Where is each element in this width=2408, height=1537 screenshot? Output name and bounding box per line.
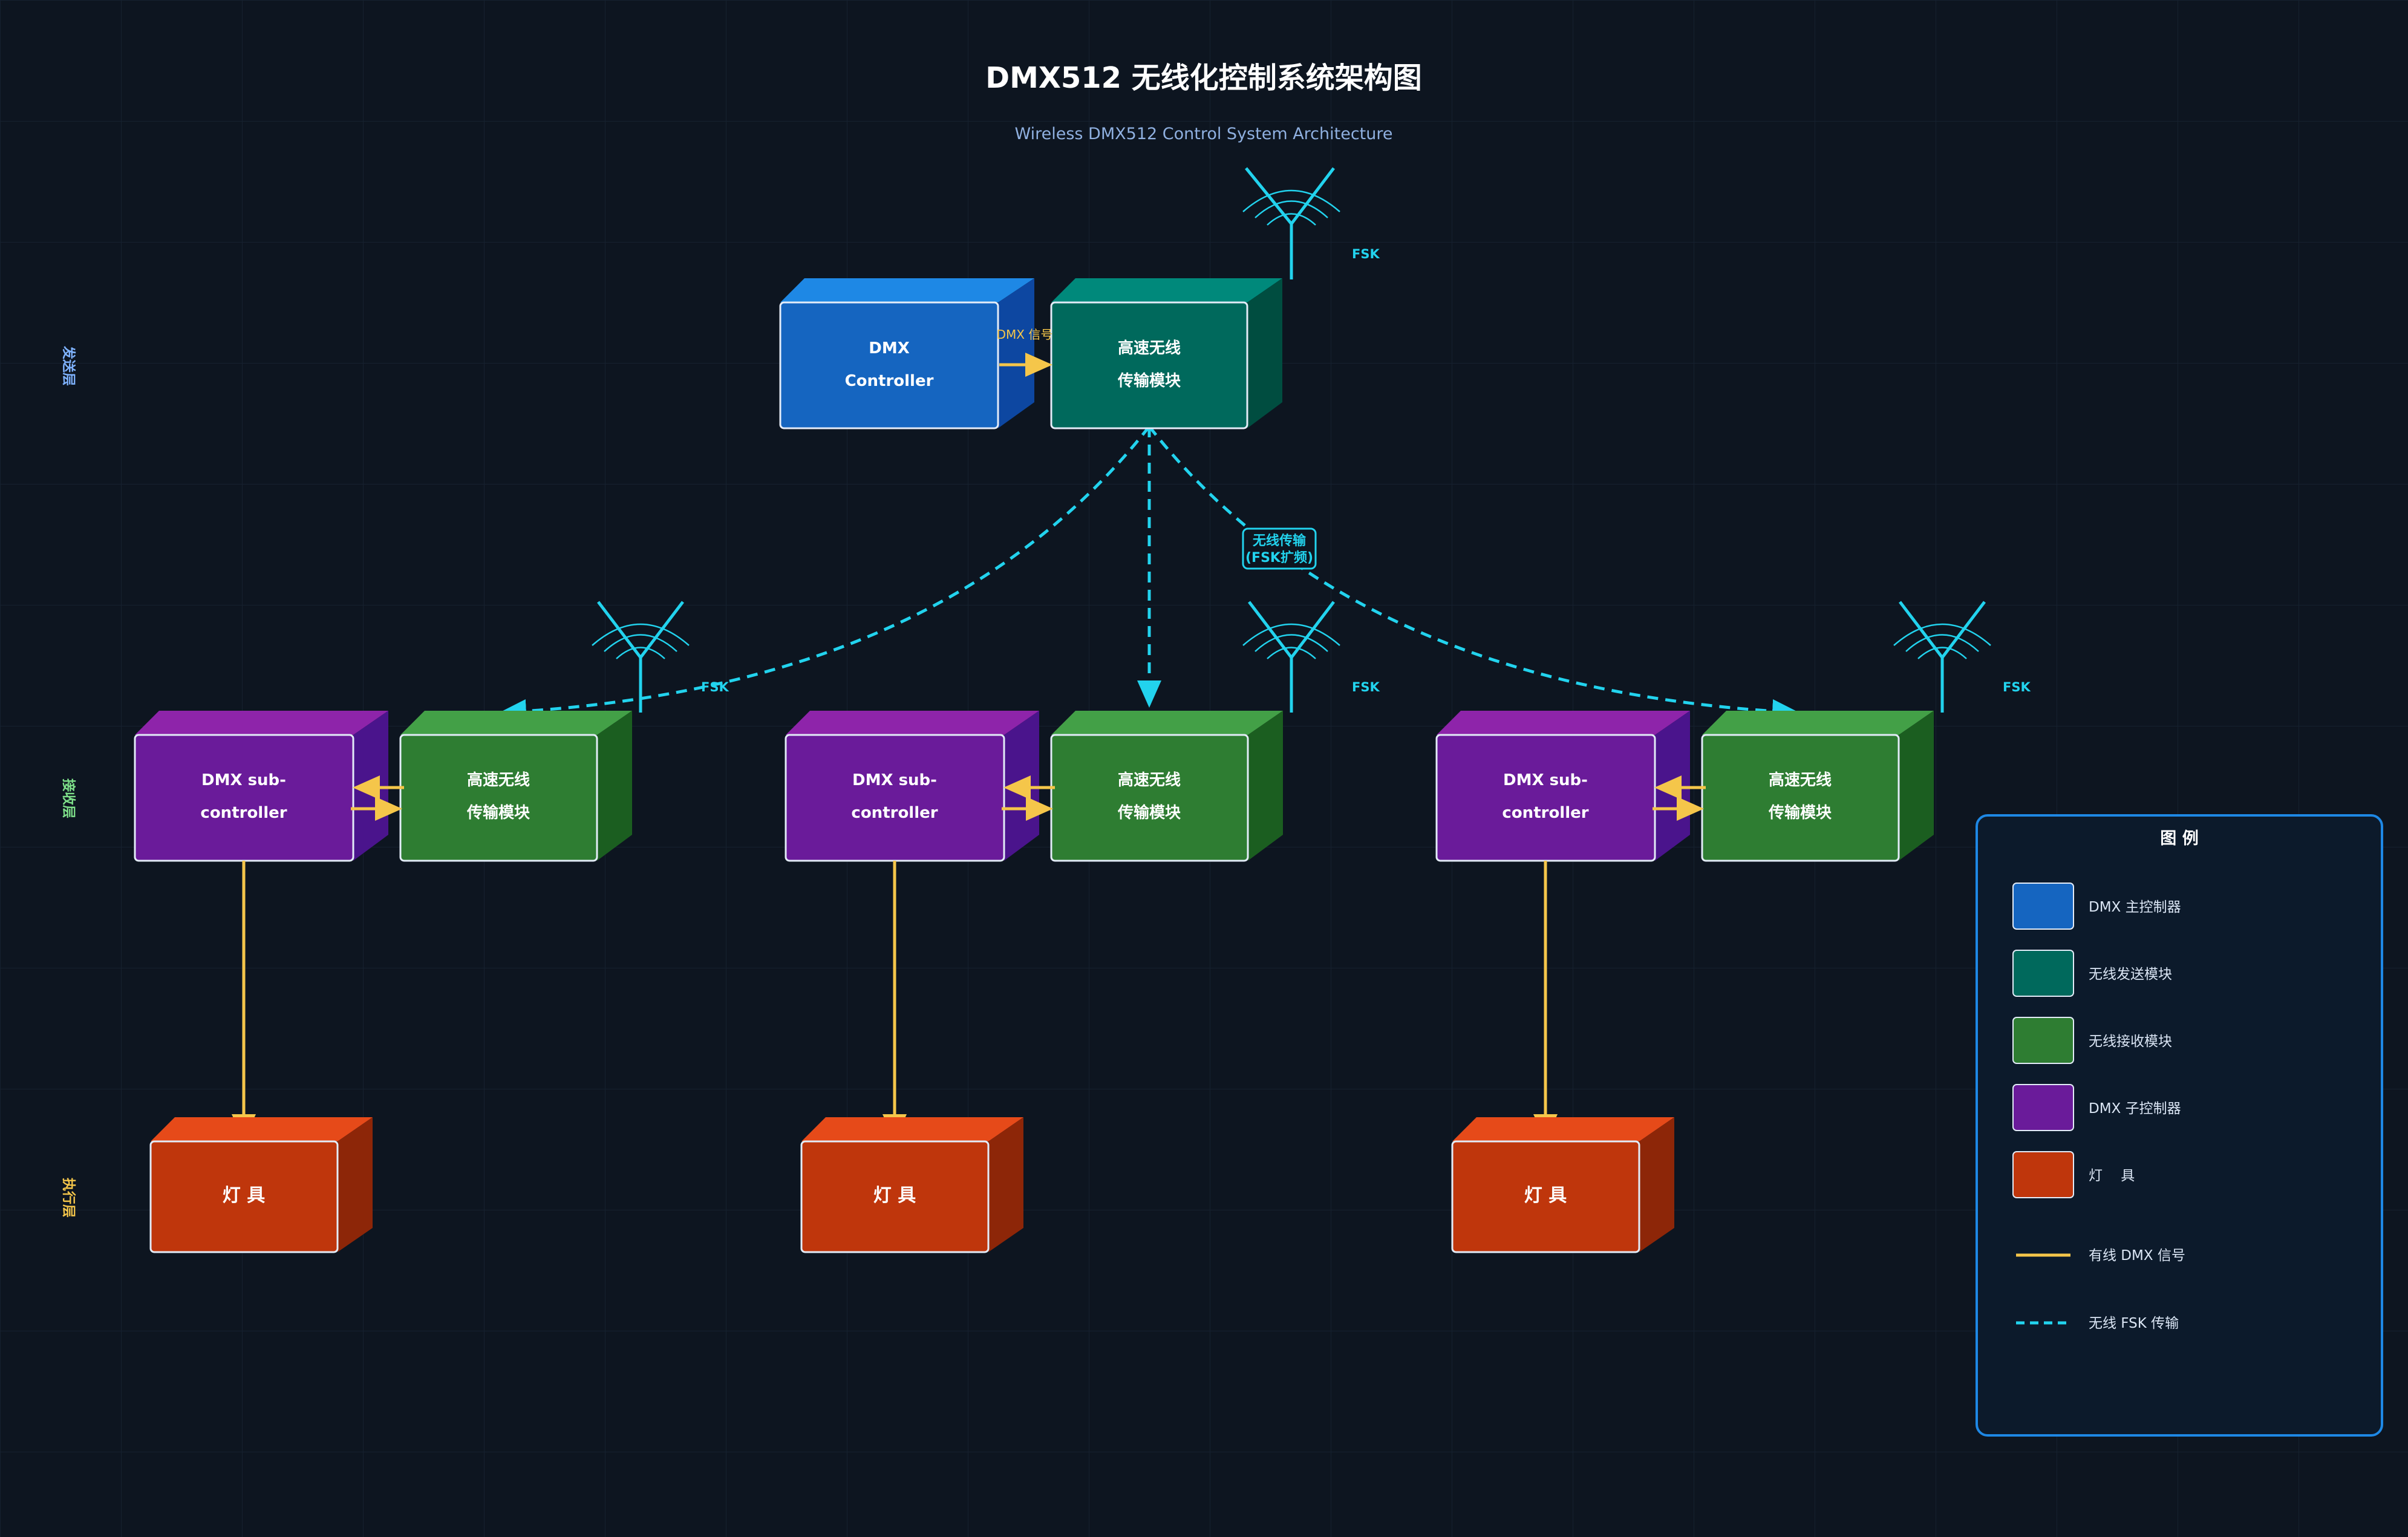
receiver-antenna-icon — [1242, 601, 1340, 713]
receiver-module-label-line1: 高速无线 — [467, 771, 530, 789]
dmx-signal-label: DMX 信号 — [997, 327, 1053, 342]
legend-item-label: 无线发送模块 — [2089, 967, 2172, 982]
wireless-link-left — [499, 425, 1150, 723]
legend-swatch — [2012, 1151, 2074, 1198]
dmx-sub-controller-box: DMX sub-controller — [134, 711, 388, 862]
sub-controller-label-line1: DMX sub- — [201, 771, 286, 789]
sub-controller-label-line2: controller — [200, 804, 287, 822]
transmitter-fsk-label: FSK — [1352, 247, 1380, 261]
legend-panel — [1976, 814, 2383, 1437]
layer-label-receive: 接收层 — [60, 778, 76, 818]
legend-line-label: 有线 DMX 信号 — [2089, 1248, 2185, 1264]
lamp-box: 灯 具 — [149, 1117, 373, 1253]
receiver-fsk-label: FSK — [2003, 680, 2031, 694]
svg-text:(FSK扩频): (FSK扩频) — [1245, 550, 1313, 566]
receiver-module-label-line2: 传输模块 — [1117, 803, 1181, 822]
lamp-label: 灯 具 — [873, 1185, 916, 1206]
legend-item-label: 无线接收模块 — [2089, 1034, 2172, 1049]
svg-text:DMX: DMX — [869, 339, 910, 357]
svg-text:传输模块: 传输模块 — [1117, 371, 1181, 390]
lamp-box: 灯 具 — [1451, 1117, 1674, 1253]
legend-line-label: 无线 FSK 传输 — [2089, 1316, 2179, 1331]
wireless-link-right — [1148, 425, 1799, 723]
svg-text:Controller: Controller — [845, 372, 934, 390]
legend-swatch — [2012, 1084, 2074, 1131]
transmitter-wireless-module: 高速无线 传输模块 — [1050, 278, 1282, 429]
receiver-fsk-label: FSK — [701, 680, 729, 694]
legend-swatch — [2012, 950, 2074, 997]
sub-controller-label-line1: DMX sub- — [1503, 771, 1588, 789]
receiver-module-label-line2: 传输模块 — [466, 803, 530, 822]
dmx-controller-box: DMX Controller — [779, 278, 1034, 429]
receiver-module-label-line1: 高速无线 — [1118, 771, 1181, 789]
legend-item-label: 灯 具 — [2089, 1168, 2135, 1184]
wireless-link-label: 无线传输 (FSK扩频) — [1242, 527, 1317, 570]
transmitter-antenna-icon — [1242, 167, 1340, 279]
receiver-antenna-icon — [592, 601, 690, 713]
receiver-fsk-label: FSK — [1352, 680, 1380, 694]
svg-text:高速无线: 高速无线 — [1118, 339, 1181, 357]
sub-controller-label-line2: controller — [1502, 804, 1588, 822]
layer-label-send: 发送层 — [60, 345, 76, 386]
sub-controller-label-line2: controller — [851, 804, 938, 822]
lamp-label: 灯 具 — [223, 1185, 265, 1206]
dmx-sub-controller-box: DMX sub-controller — [1435, 711, 1690, 862]
lamp-label: 灯 具 — [1524, 1185, 1567, 1206]
receiver-module-label-line2: 传输模块 — [1768, 803, 1832, 822]
receiver-module-label-line1: 高速无线 — [1769, 771, 1832, 789]
wireless-links — [499, 425, 1799, 723]
diagram-subtitle: Wireless DMX512 Control System Architect… — [1015, 125, 1393, 143]
receiver-antenna-icon — [1893, 601, 1991, 713]
legend-item-label: DMX 子控制器 — [2089, 1101, 2181, 1117]
lamp-box: 灯 具 — [800, 1117, 1023, 1253]
diagram-title: DMX512 无线化控制系统架构图 — [985, 61, 1422, 95]
legend-swatch — [2012, 1017, 2074, 1064]
layer-label-execute: 执行层 — [60, 1178, 76, 1218]
legend-item-label: DMX 主控制器 — [2089, 899, 2181, 915]
dmx-sub-controller-box: DMX sub-controller — [785, 711, 1039, 862]
legend-swatch — [2012, 883, 2074, 930]
sub-controller-label-line1: DMX sub- — [852, 771, 937, 789]
legend-title: 图 例 — [2160, 829, 2198, 848]
svg-text:无线传输: 无线传输 — [1253, 533, 1307, 549]
